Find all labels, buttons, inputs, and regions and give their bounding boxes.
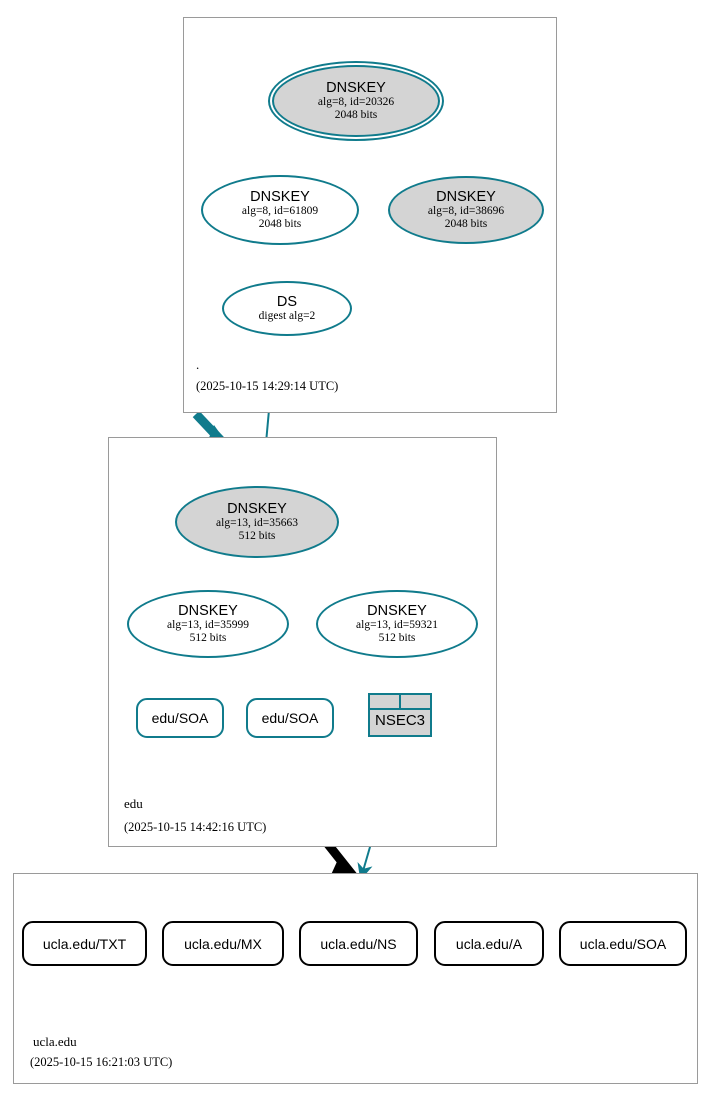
- node-detail-alg: alg=8, id=61809: [241, 205, 319, 217]
- node-title: DNSKEY: [436, 189, 496, 205]
- node-dnskey-59321[interactable]: DNSKEY alg=13, id=59321 512 bits: [316, 590, 478, 658]
- node-label: ucla.edu/TXT: [42, 935, 127, 952]
- node-dnskey-38696[interactable]: DNSKEY alg=8, id=38696 2048 bits: [388, 176, 544, 244]
- node-detail-digest: digest alg=2: [258, 310, 316, 322]
- node-rrset-edu-soa-1[interactable]: edu/SOA: [136, 698, 224, 738]
- node-dnskey-61809[interactable]: DNSKEY alg=8, id=61809 2048 bits: [201, 175, 359, 245]
- node-dnskey-20326[interactable]: DNSKEY alg=8, id=20326 2048 bits: [272, 65, 440, 137]
- node-detail-size: 512 bits: [238, 530, 276, 542]
- node-detail-alg: alg=8, id=38696: [427, 205, 505, 217]
- node-detail-size: 512 bits: [189, 632, 227, 644]
- node-rrset-ucla-txt[interactable]: ucla.edu/TXT: [22, 921, 147, 966]
- node-detail-size: 2048 bits: [258, 218, 302, 230]
- node-label: edu/SOA: [261, 710, 319, 726]
- zone-box-ucla: [13, 873, 698, 1084]
- node-title: DNSKEY: [326, 80, 386, 96]
- zone-timestamp-ucla: (2025-10-15 16:21:03 UTC): [30, 1055, 173, 1069]
- zone-timestamp-root: (2025-10-15 14:29:14 UTC): [196, 379, 339, 393]
- node-detail-alg: alg=13, id=35999: [167, 619, 249, 631]
- node-rrset-ucla-mx[interactable]: ucla.edu/MX: [162, 921, 284, 966]
- nsec3-cell-1: [370, 695, 399, 708]
- zone-label-ucla: ucla.edu: [33, 1034, 77, 1049]
- node-rrset-edu-soa-2[interactable]: edu/SOA: [246, 698, 334, 738]
- node-label: ucla.edu/NS: [320, 935, 397, 952]
- node-rrset-ucla-a[interactable]: ucla.edu/A: [434, 921, 544, 966]
- node-detail-size: 2048 bits: [334, 109, 378, 121]
- node-title: DNSKEY: [250, 189, 310, 205]
- node-nsec3[interactable]: NSEC3: [368, 693, 432, 737]
- node-dnskey-35999[interactable]: DNSKEY alg=13, id=35999 512 bits: [127, 590, 289, 658]
- node-label: NSEC3: [370, 710, 430, 732]
- node-detail-alg: alg=8, id=20326: [317, 96, 395, 108]
- zone-timestamp-edu: (2025-10-15 14:42:16 UTC): [124, 820, 267, 834]
- node-detail-alg: alg=13, id=35663: [216, 517, 298, 529]
- node-label: ucla.edu/A: [455, 935, 523, 952]
- node-detail-size: 512 bits: [378, 632, 416, 644]
- node-label: edu/SOA: [151, 710, 209, 726]
- nsec3-cells: [370, 695, 430, 710]
- node-title: DNSKEY: [227, 501, 287, 517]
- node-detail-size: 2048 bits: [444, 218, 488, 230]
- zone-label-root: .: [196, 357, 200, 372]
- node-title: DNSKEY: [367, 603, 427, 619]
- node-title: DNSKEY: [178, 603, 238, 619]
- node-label: ucla.edu/MX: [184, 935, 262, 952]
- node-ds-root[interactable]: DS digest alg=2: [222, 281, 352, 336]
- nsec3-cell-2: [399, 695, 430, 708]
- node-dnskey-35663[interactable]: DNSKEY alg=13, id=35663 512 bits: [175, 486, 339, 558]
- node-label: ucla.edu/SOA: [579, 935, 667, 952]
- zone-label-edu: edu: [124, 796, 143, 811]
- node-detail-alg: alg=13, id=59321: [356, 619, 438, 631]
- node-rrset-ucla-ns[interactable]: ucla.edu/NS: [299, 921, 418, 966]
- node-rrset-ucla-soa[interactable]: ucla.edu/SOA: [559, 921, 687, 966]
- node-title: DS: [276, 294, 298, 310]
